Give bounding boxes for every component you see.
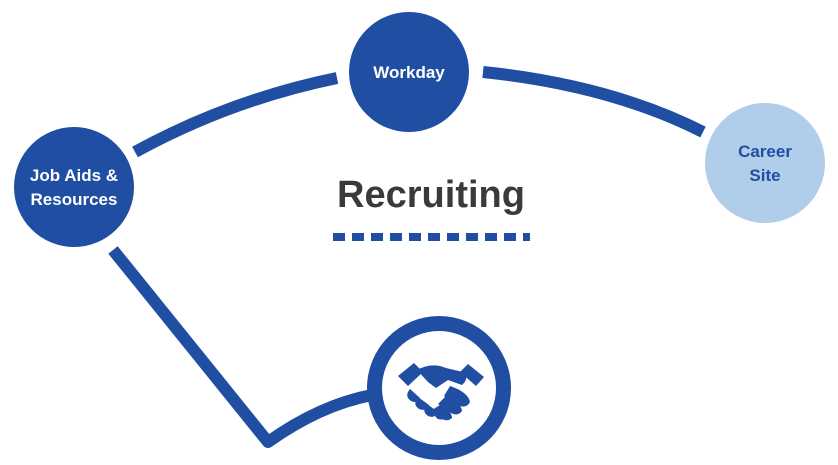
node-job-aids-resources[interactable]: Job Aids & Resources bbox=[14, 127, 134, 247]
node-handshake[interactable] bbox=[367, 316, 511, 460]
connector-jobaids-workday bbox=[132, 72, 339, 158]
node-workday-circle bbox=[349, 12, 469, 132]
connectors bbox=[108, 66, 706, 448]
connector-jobaids-handshake bbox=[108, 246, 374, 448]
node-workday-label: Workday bbox=[373, 63, 445, 82]
node-job-aids-circle bbox=[14, 127, 134, 247]
node-career-site-circle bbox=[705, 103, 825, 223]
node-career-site-label-line2: Site bbox=[749, 166, 780, 185]
connector-workday-careersite bbox=[482, 66, 706, 138]
handshake-icon bbox=[398, 363, 484, 421]
node-handshake-inner bbox=[382, 331, 496, 445]
node-job-aids-label-line1: Job Aids & bbox=[30, 166, 118, 185]
node-workday[interactable]: Workday bbox=[349, 12, 469, 132]
node-job-aids-label-line2: Resources bbox=[31, 190, 118, 209]
node-career-site[interactable]: Career Site bbox=[705, 103, 825, 223]
node-career-site-label-line1: Career bbox=[738, 142, 792, 161]
diagram-title: Recruiting bbox=[337, 174, 525, 216]
